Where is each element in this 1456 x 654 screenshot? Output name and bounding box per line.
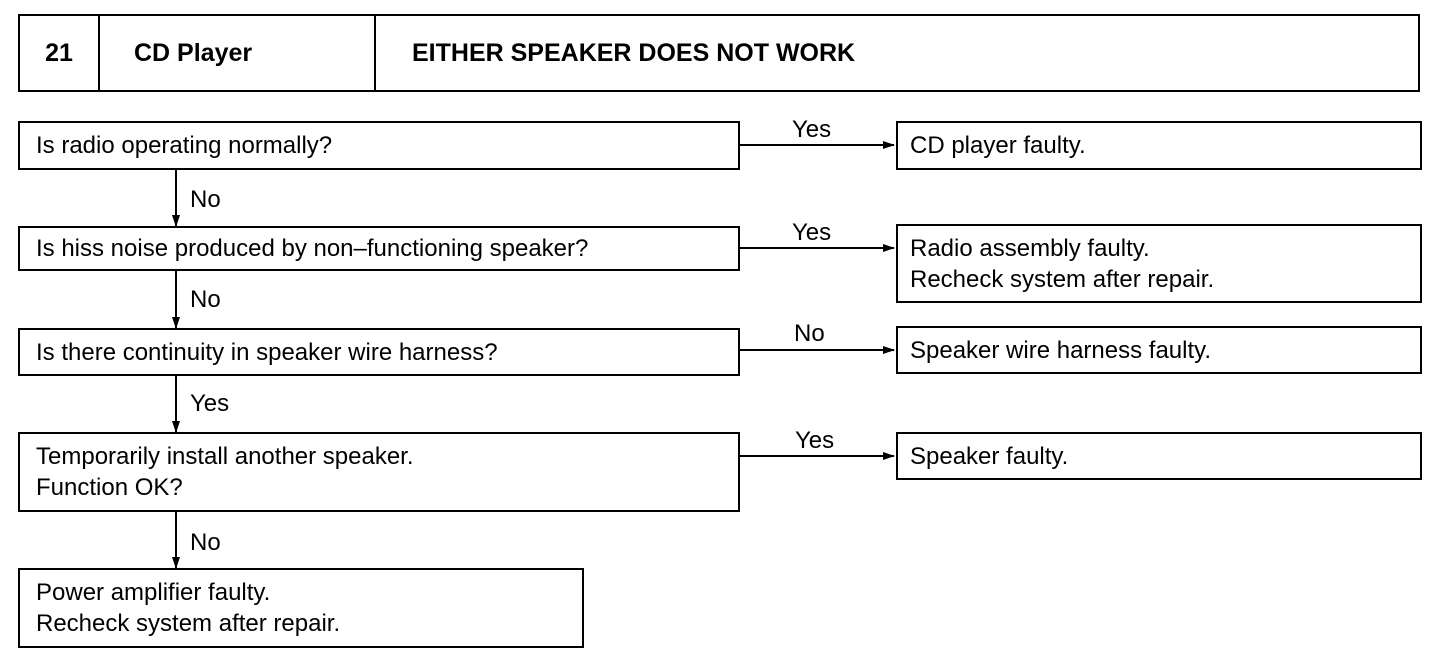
header-component: CD Player [100,16,376,90]
question-radio-operating: Is radio operating normally? [18,121,740,170]
result-speaker-faulty: Speaker faulty. [896,432,1422,480]
label-q2-no: No [190,286,221,313]
question-hiss-noise-text: Is hiss noise produced by non–functionin… [36,235,589,262]
result-power-amplifier-faulty: Power amplifier faulty. Recheck system a… [18,568,584,648]
result-harness-faulty: Speaker wire harness faulty. [896,326,1422,374]
question-hiss-noise: Is hiss noise produced by non–functionin… [18,226,740,271]
header-number: 21 [20,16,100,90]
result-power-amplifier-line2: Recheck system after repair. [36,610,341,637]
label-q4-no: No [190,529,221,556]
label-q2-yes: Yes [792,219,832,246]
result-radio-assembly-faulty: Radio assembly faulty. Recheck system af… [896,224,1422,303]
label-q1-yes: Yes [792,116,832,143]
label-q4-yes: Yes [795,427,835,454]
result-cd-player-faulty: CD player faulty. [896,121,1422,170]
question-install-line1: Temporarily install another speaker. [36,443,414,470]
question-install-line2: Function OK? [36,474,183,501]
question-install-another-speaker: Temporarily install another speaker. Fun… [18,432,740,512]
result-harness-text: Speaker wire harness faulty. [910,336,1212,364]
question-harness-continuity-text: Is there continuity in speaker wire harn… [36,338,498,366]
result-cd-player-text: CD player faulty. [910,132,1086,159]
question-harness-continuity: Is there continuity in speaker wire harn… [18,328,740,376]
question-radio-operating-text: Is radio operating normally? [36,132,333,159]
label-q3-no: No [794,320,825,347]
label-q1-no: No [190,186,221,213]
header-bar: 21 CD Player EITHER SPEAKER DOES NOT WOR… [18,14,1420,92]
result-radio-assembly-line2: Recheck system after repair. [910,265,1215,293]
result-radio-assembly-line1: Radio assembly faulty. [910,234,1150,262]
header-symptom: EITHER SPEAKER DOES NOT WORK [412,38,856,67]
result-power-amplifier-line1: Power amplifier faulty. [36,579,271,606]
result-speaker-text: Speaker faulty. [910,442,1069,470]
label-q3-yes: Yes [190,390,230,417]
